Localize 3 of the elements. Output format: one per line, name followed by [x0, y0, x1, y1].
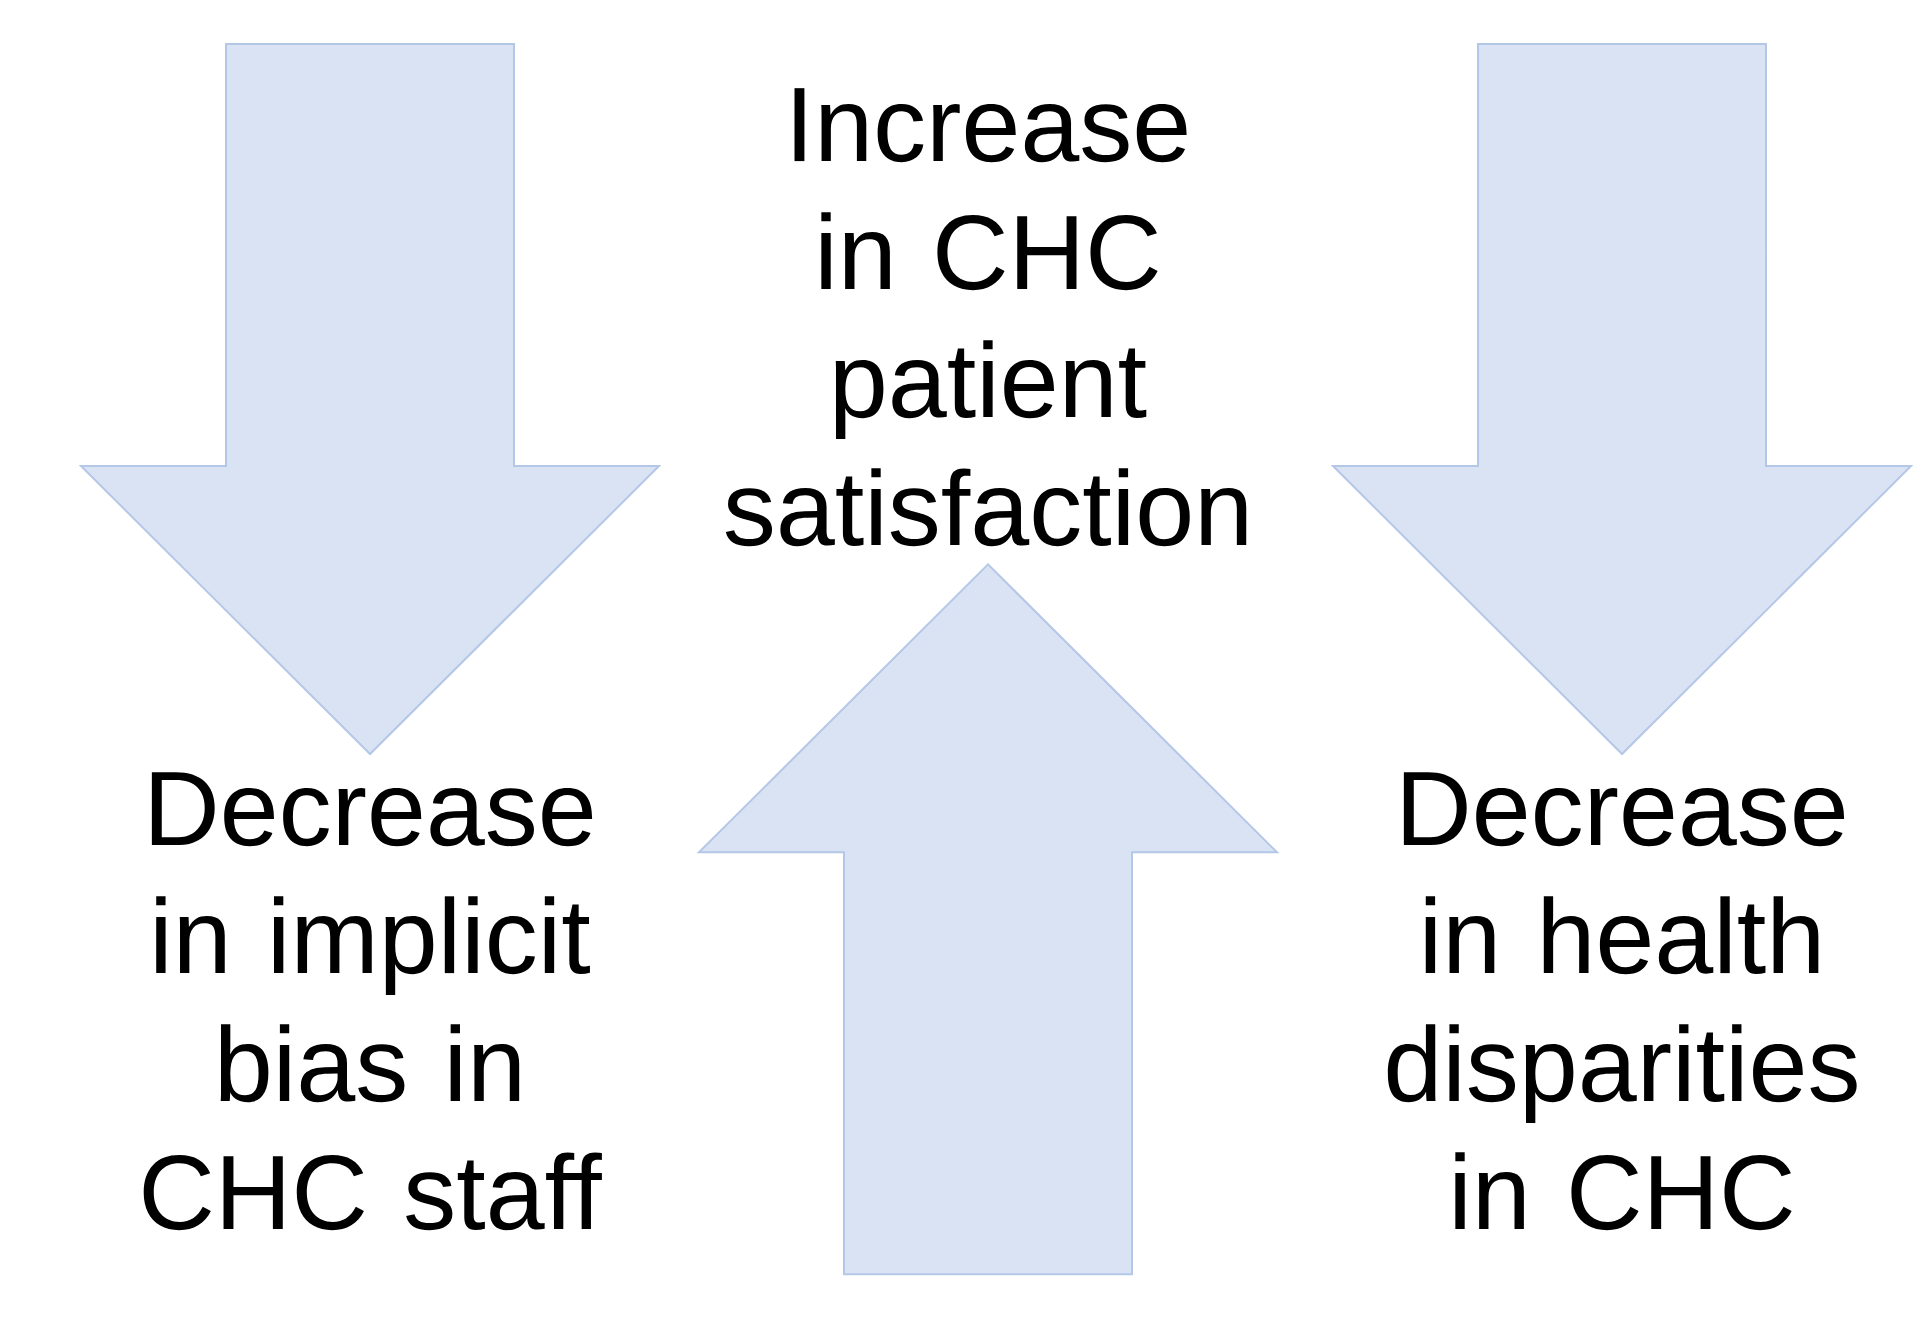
text-label: Increase in CHC patient satisfaction — [725, 88, 1247, 547]
text-label: Decrease in health disparities in CHC — [1387, 772, 1857, 1231]
text-label: Decrease in implicit bias in CHC staff — [143, 772, 602, 1231]
